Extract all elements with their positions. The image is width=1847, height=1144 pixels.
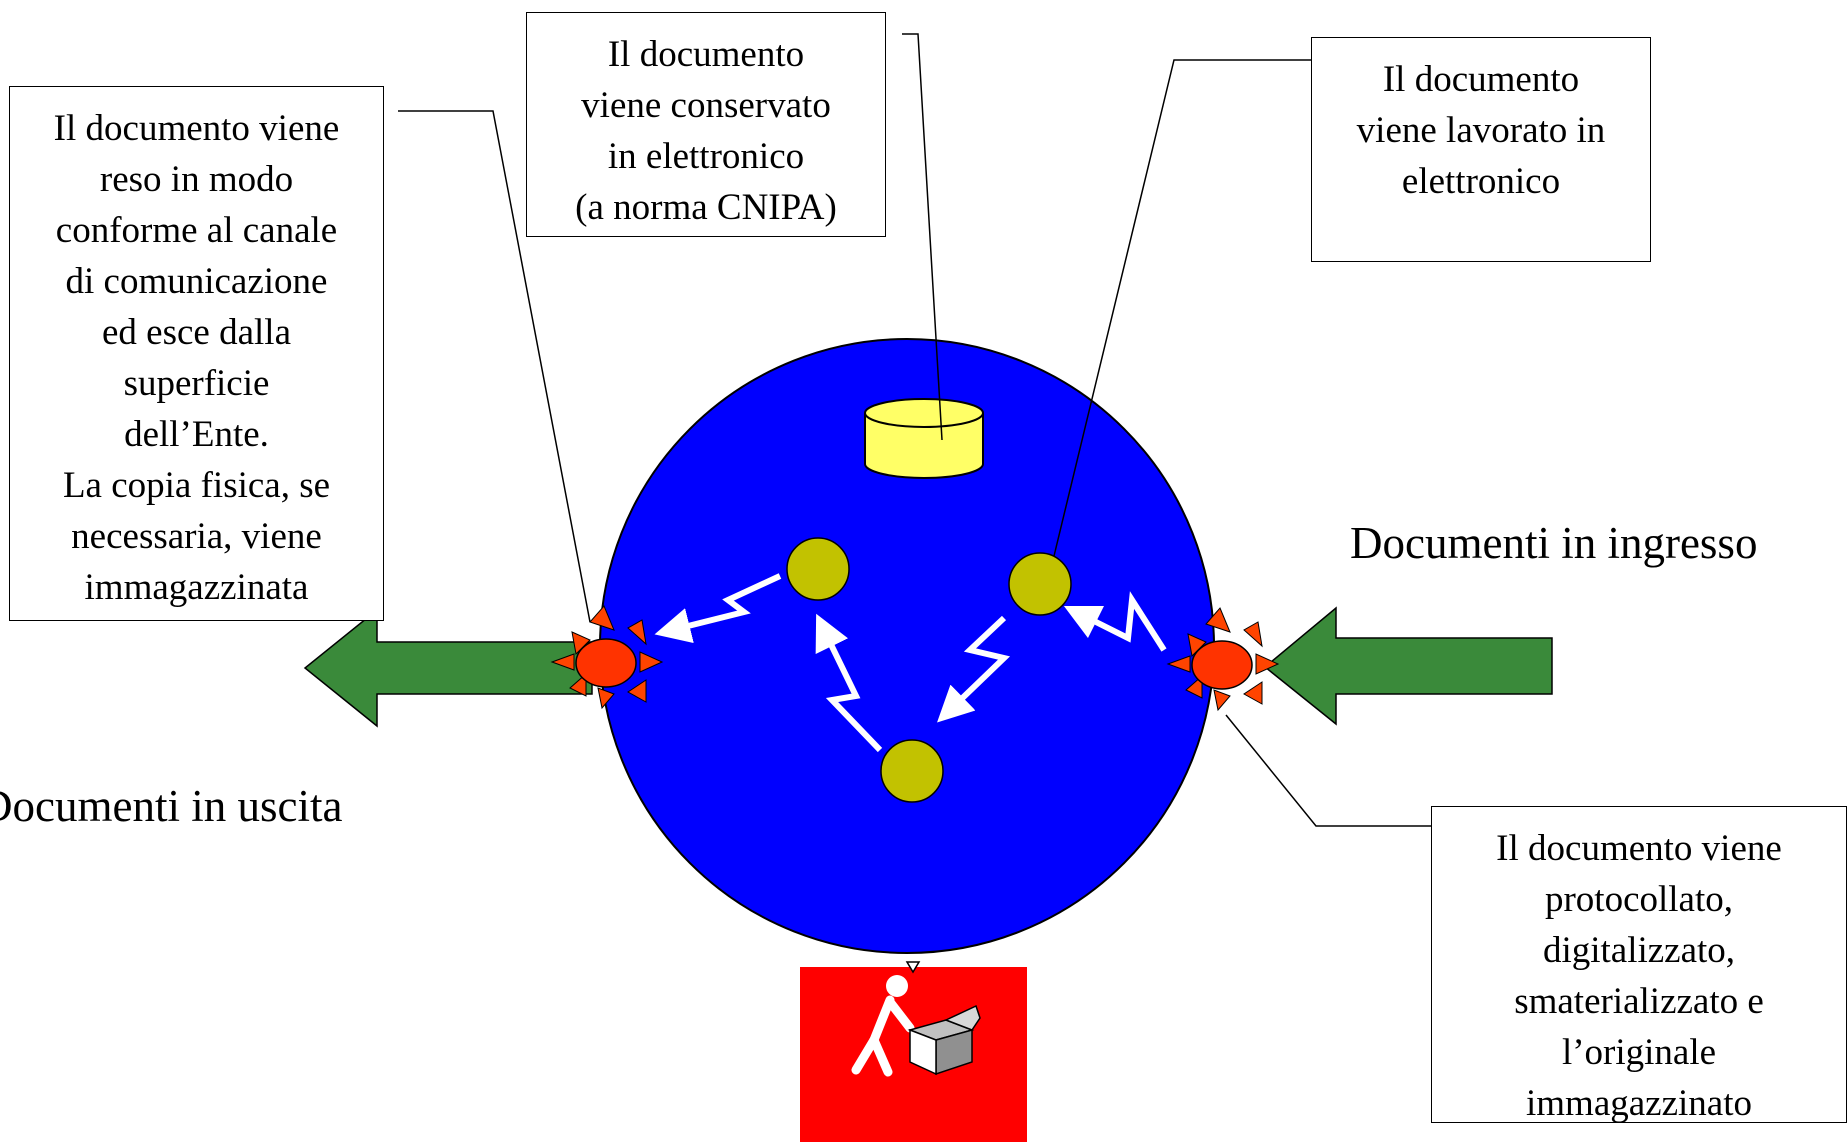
callout-processing: Il documento viene lavorato in elettronico xyxy=(1311,37,1651,262)
callout-line-text: superficie xyxy=(123,363,270,404)
process-node-left xyxy=(786,537,850,601)
process-node-right xyxy=(1008,552,1072,616)
label-documents-input: Documenti in ingresso xyxy=(1350,518,1758,568)
callout-protocol: Il documento viene protocollato, digitaliz… xyxy=(1431,806,1847,1124)
callout-line-text: ed esce dalla xyxy=(102,312,291,353)
callout-line-output xyxy=(398,110,591,623)
callout-line-text: Il documento xyxy=(607,34,805,75)
callout-line-conservation xyxy=(902,33,943,441)
flow-arrow-3 xyxy=(815,613,883,753)
callout-line-text: immagazzinato xyxy=(1525,1083,1752,1124)
database-cylinder-icon xyxy=(864,398,984,479)
callout-line-text: Il documento viene xyxy=(1496,828,1782,869)
callout-line-processing xyxy=(1053,59,1311,557)
person-boxing-icon xyxy=(851,975,915,1077)
flow-arrow-4 xyxy=(654,573,782,644)
callout-line-text: digitalizzato, xyxy=(1542,930,1736,971)
callout-output: Il documento viene reso in modo conforme a… xyxy=(9,86,384,621)
callout-conservation: Il documento viene conservato in elettroni… xyxy=(526,12,886,237)
callout-line-text: Il documento viene xyxy=(53,108,340,149)
callout-line-protocol xyxy=(1225,714,1431,827)
callout-line-text: dell’Ente. xyxy=(124,414,269,455)
callout-line-text: La copia fisica, se xyxy=(62,465,331,506)
callout-line-text: protocollato, xyxy=(1544,879,1734,920)
label-documents-output: Documenti in uscita xyxy=(0,781,343,831)
callout-line-text: (a norma CNIPA) xyxy=(575,187,837,228)
storage-panel xyxy=(800,961,1027,1142)
callout-line-text: necessaria, viene xyxy=(71,516,322,557)
output-arrow xyxy=(303,608,593,728)
callout-line-text: reso in modo xyxy=(99,159,294,200)
flow-arrow-2 xyxy=(937,615,1011,723)
box-icon xyxy=(907,1004,981,1076)
callout-line-text: l’originale xyxy=(1561,1032,1717,1073)
callout-line-text: elettronico xyxy=(1401,161,1561,202)
callout-line-text: viene lavorato in xyxy=(1356,110,1606,151)
input-gateway-icon xyxy=(1166,607,1280,712)
callout-line-text: smaterializzato e xyxy=(1514,981,1764,1022)
process-node-bottom xyxy=(880,739,944,803)
callout-line-text: immagazzinata xyxy=(84,567,309,608)
input-arrow xyxy=(1263,606,1553,726)
flow-arrow-1 xyxy=(1063,591,1167,652)
callout-line-text: conforme al canale xyxy=(55,210,338,251)
callout-line-text: di comunicazione xyxy=(65,261,328,302)
callout-line-text: in elettronico xyxy=(607,136,805,177)
output-gateway-icon xyxy=(550,605,664,710)
callout-line-text: viene conservato xyxy=(581,85,831,126)
callout-line-text: Il documento xyxy=(1382,59,1580,100)
